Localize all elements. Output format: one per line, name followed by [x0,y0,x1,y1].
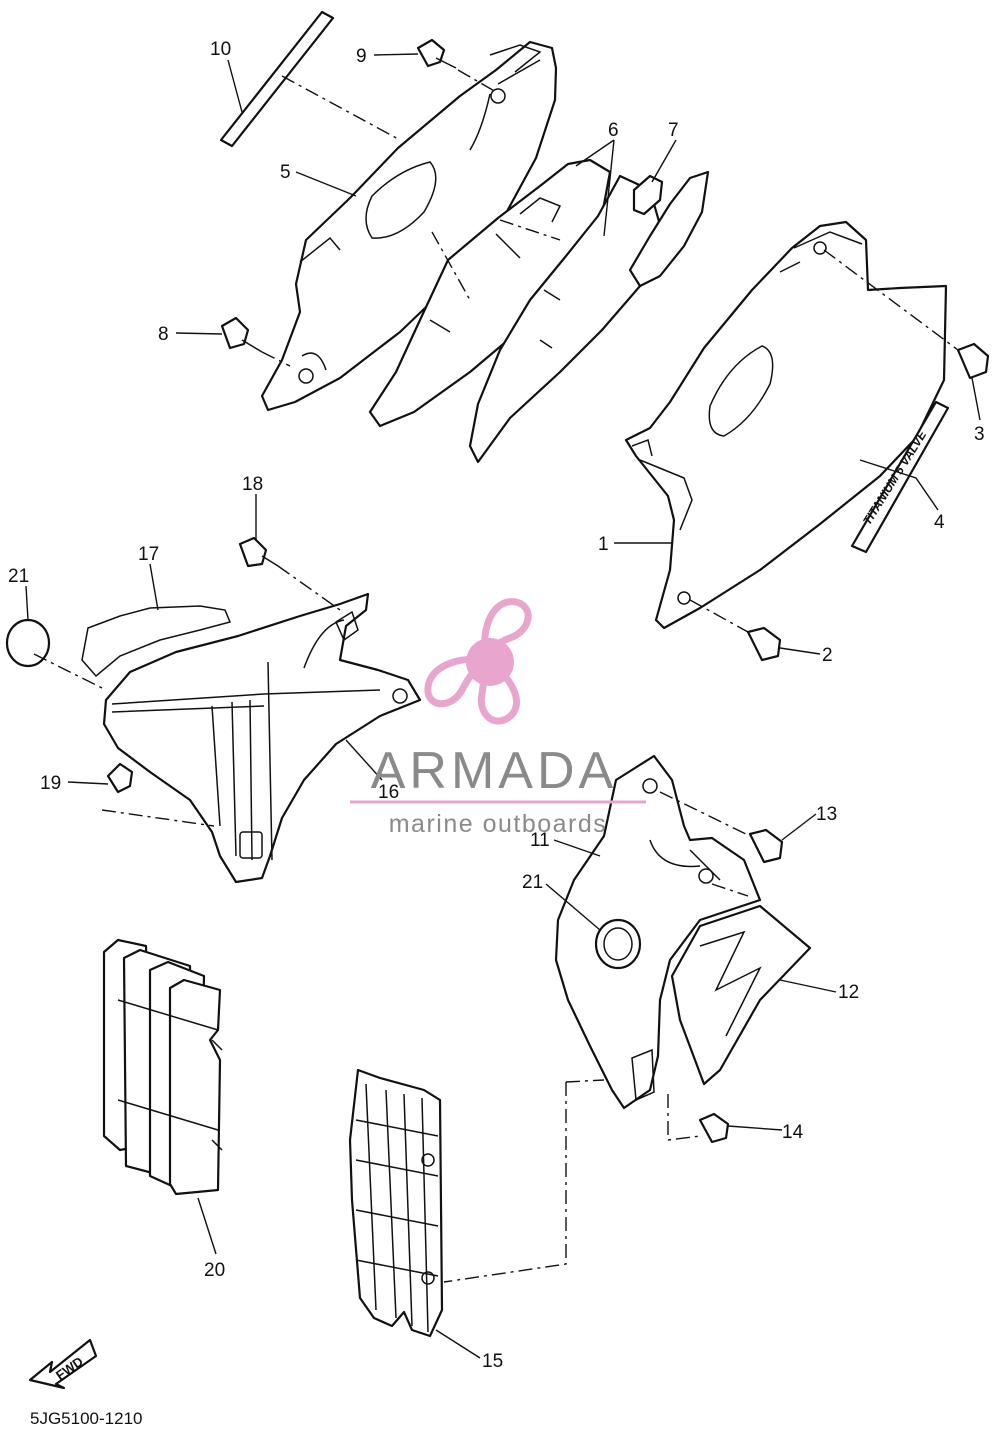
callout-10: 10 [210,39,231,60]
bolt-13 [748,828,784,864]
callout-numbers: 1 2 3 4 5 6 7 8 9 10 11 12 13 14 15 16 1… [8,39,985,1372]
part-20-radiator-guard [102,938,223,1196]
callout-7: 7 [668,120,679,141]
brand-name: ARMADA [371,742,617,800]
callout-14: 14 [782,1122,804,1143]
bolt-14 [698,1112,730,1144]
callout-21-right: 21 [522,872,543,893]
callout-6: 6 [608,120,619,141]
part-5-left-scoop [260,40,558,412]
connection-lines [33,69,959,1283]
part-10-strip [219,10,335,148]
part-11-right-shroud [554,754,762,1110]
bolt-3 [956,342,990,380]
callout-16: 16 [378,782,399,803]
callout-1: 1 [598,534,609,555]
callout-3: 3 [974,424,985,445]
diagram-code: 5JG5100-1210 [30,1409,142,1428]
fwd-arrow-icon: FWD [28,1338,98,1390]
callout-15: 15 [482,1351,503,1372]
part-17-cover [81,605,232,678]
callout-17: 17 [138,544,159,565]
bolt-19 [106,762,134,794]
propeller-logo-icon [424,598,532,725]
leader-lines [25,53,981,1359]
callout-5: 5 [280,162,291,183]
callout-4: 4 [934,512,945,533]
callout-8: 8 [158,324,169,345]
part-1-right-scoop [624,220,948,630]
bolt-8 [220,316,263,353]
bolt-9 [416,38,457,69]
callout-12: 12 [838,982,859,1003]
callout-11: 11 [530,830,550,851]
callout-18: 18 [242,474,263,495]
callout-2: 2 [822,645,833,666]
bolt-2 [746,626,782,662]
callout-21-left: 21 [8,566,29,587]
callout-19: 19 [40,773,61,794]
part-12-decal [670,904,812,1086]
armada-logo: ARMADA marine outboards [350,598,646,838]
part-21-emblem-right [594,918,642,970]
part-7-pad [628,170,710,288]
callout-20: 20 [204,1260,225,1281]
callout-9: 9 [356,46,367,67]
bolt-18 [238,536,279,568]
part-15-radiator-louver [348,1068,444,1338]
part-16-left-shroud [102,592,422,884]
callout-13: 13 [816,804,837,825]
brand-tagline: marine outboards [389,810,608,838]
